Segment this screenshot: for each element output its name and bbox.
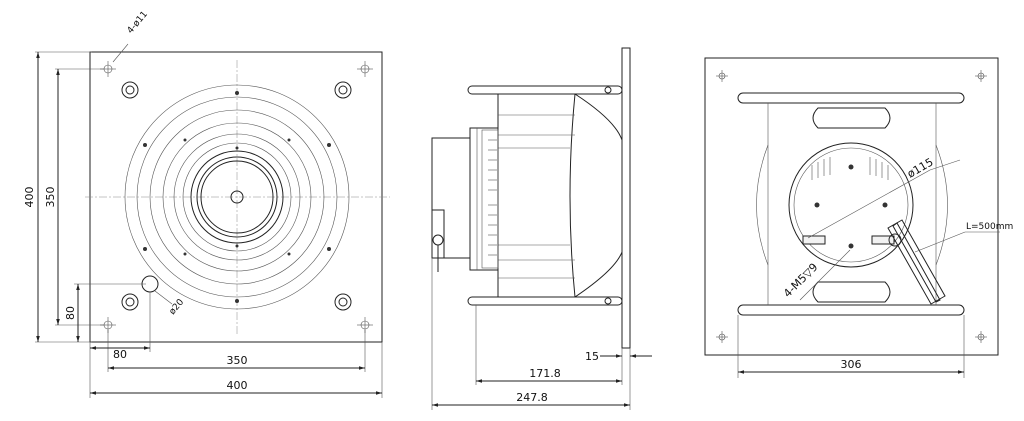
hole-callout: 4-ø11 (126, 10, 150, 36)
front-view: 400 350 80 80 350 400 4-ø11 ø20 (23, 10, 390, 398)
rear-dims (737, 315, 965, 378)
motor-housing (469, 127, 499, 271)
dim-depth: 171.8 (529, 367, 561, 380)
dim-height-400: 400 (23, 187, 36, 208)
side-flange (621, 47, 631, 349)
fan-rings (124, 84, 350, 310)
side-dims (431, 258, 652, 410)
rear-hole-icons (716, 70, 987, 343)
hex-nut-icons (121, 81, 352, 311)
dim-motor-diameter: ø115 (905, 155, 936, 180)
front-horizontal-dims (89, 292, 383, 398)
dim-rear-width: 306 (841, 358, 862, 371)
screw-dots (143, 91, 331, 303)
dim-height-80: 80 (64, 306, 77, 320)
rear-view: ø115 L=500mm 4-M5▽9 306 (704, 57, 1013, 378)
outlet-callout: ø20 (168, 297, 187, 317)
front-vertical-dims (35, 51, 146, 343)
rear-plate (431, 137, 471, 259)
side-view: 15 171.8 247.8 (431, 47, 652, 410)
dim-cable-length: L=500mm (966, 222, 1013, 232)
rear-plate-outline (704, 57, 999, 356)
dim-width-80: 80 (113, 348, 127, 361)
dim-width-350: 350 (227, 354, 248, 367)
rear-motor (788, 142, 914, 268)
dim-flange: 15 (585, 350, 599, 363)
dim-total: 247.8 (516, 391, 548, 404)
dim-height-350: 350 (44, 187, 57, 208)
dim-thread: 4-M5▽9 (781, 261, 821, 301)
dim-width-400: 400 (227, 379, 248, 392)
cable-gland (887, 219, 946, 305)
